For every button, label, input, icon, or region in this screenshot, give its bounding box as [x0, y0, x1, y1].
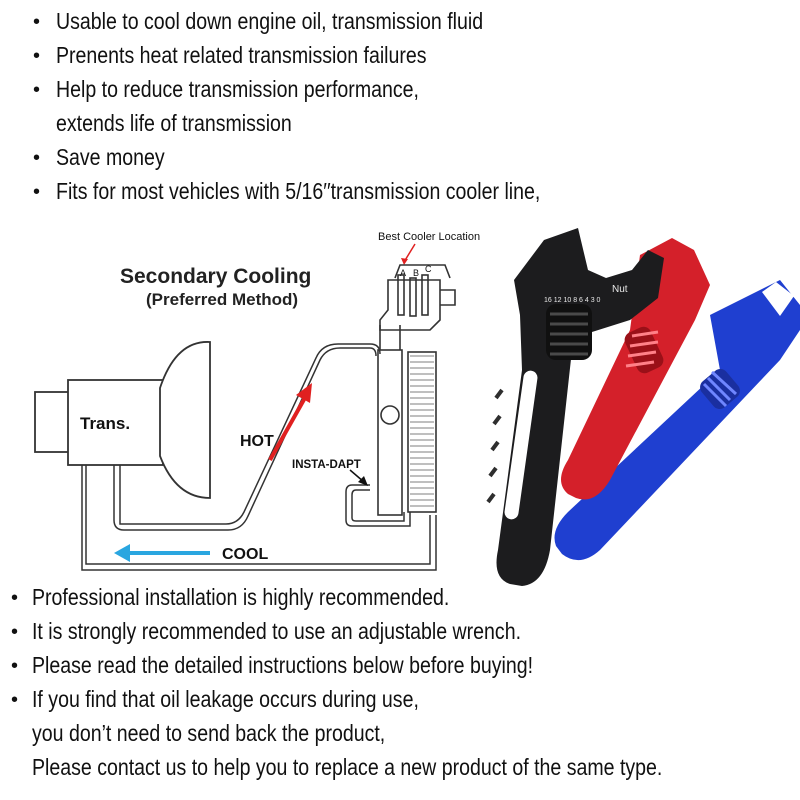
bullet-line: Save money — [56, 144, 165, 170]
bullet-item: • Usable to cool down engine oil, transmi… — [0, 4, 800, 38]
cool-label: COOL — [222, 546, 268, 563]
transmission — [34, 341, 211, 499]
bullet-line: Help to reduce transmission performance, — [56, 76, 419, 102]
diagram-title: Secondary Cooling — [120, 265, 311, 288]
radiator — [379, 264, 456, 331]
hot-arrow-head — [296, 383, 312, 403]
bullet-item: • It is strongly recommended to use an ad… — [0, 614, 800, 648]
wrench-set-photo: 16 12 10 8 6 4 3 0 Nut — [486, 220, 800, 586]
hot-arrow — [268, 395, 308, 461]
bullet-text: Prenents heat related transmission failu… — [56, 38, 688, 72]
bullet-dot: • — [33, 45, 41, 67]
bullet-item: • If you find that oil leakage occurs dur… — [0, 682, 800, 784]
cooler-lines — [81, 343, 437, 571]
bullet-line: It is strongly recommended to use an adj… — [32, 618, 522, 644]
location-letter-a: A — [400, 268, 406, 278]
bullet-text: Professional installation is highly reco… — [32, 580, 685, 614]
bullet-line: extends life of transmission — [56, 110, 292, 136]
bullet-dot: • — [11, 655, 19, 677]
bullet-text: Save money — [56, 140, 688, 174]
bullet-line: Please read the detailed instructions be… — [32, 652, 534, 678]
bullet-item: • Prenents heat related transmission fail… — [0, 38, 800, 72]
location-letter-c: C — [425, 264, 432, 274]
bullet-item: • Help to reduce transmission performance… — [0, 72, 800, 140]
bullet-line: Professional installation is highly reco… — [32, 584, 450, 610]
bullet-dot: • — [11, 621, 19, 643]
wrench-scale-numbers: 16 12 10 8 6 4 3 0 — [544, 297, 601, 304]
bullet-dot: • — [33, 11, 41, 33]
bullet-dot: • — [33, 181, 41, 203]
bullet-dot: • — [33, 147, 41, 169]
bullet-item: • Fits for most vehicles with 5/16′′trans… — [0, 174, 800, 208]
location-letter-b: B — [413, 268, 419, 278]
bullet-text: If you find that oil leakage occurs duri… — [32, 682, 685, 784]
best-location-pointer-head — [401, 258, 408, 265]
bullet-line: Fits for most vehicles with 5/16′′transm… — [56, 178, 541, 204]
black-wrench — [486, 228, 664, 586]
cooling-diagram: Secondary Cooling (Preferred Method) Bes… — [34, 231, 480, 571]
trans-label: Trans. — [80, 414, 130, 433]
feature-list: • Usable to cool down engine oil, transmi… — [0, 4, 800, 208]
notice-list: • Professional installation is highly rec… — [0, 580, 800, 784]
bullet-line: Usable to cool down engine oil, transmis… — [56, 8, 484, 34]
bullet-text: Fits for most vehicles with 5/16′′transm… — [56, 174, 688, 208]
bullet-dot: • — [33, 79, 41, 101]
cooler-core — [377, 325, 437, 516]
bullet-item: • Professional installation is highly rec… — [0, 580, 800, 614]
bullet-line: Prenents heat related transmission failu… — [56, 42, 427, 68]
cooler-fins — [410, 355, 434, 507]
cool-arrow-head — [114, 544, 130, 562]
bullet-text: Please read the detailed instructions be… — [32, 648, 685, 682]
bullet-line: you don’t need to send back the product, — [32, 720, 386, 746]
bullet-text: It is strongly recommended to use an adj… — [32, 614, 685, 648]
bullet-dot: • — [11, 689, 19, 711]
red-wrench — [561, 220, 740, 500]
bullet-item: • Please read the detailed instructions b… — [0, 648, 800, 682]
wrench-nut-label: Nut — [612, 284, 628, 295]
bullet-text: Help to reduce transmission performance,… — [56, 72, 688, 140]
bullet-line: Please contact us to help you to replace… — [32, 754, 663, 780]
bullet-item: • Save money — [0, 140, 800, 174]
blue-wrench — [554, 280, 800, 561]
bullet-dot: • — [11, 587, 19, 609]
best-location-label: Best Cooler Location — [378, 231, 480, 243]
bullet-line: If you find that oil leakage occurs duri… — [32, 686, 419, 712]
hot-label: HOT — [240, 433, 274, 450]
diagram-subtitle: (Preferred Method) — [146, 290, 298, 309]
bullet-text: Usable to cool down engine oil, transmis… — [56, 4, 688, 38]
instadapt-label: INSTA-DAPT — [292, 459, 361, 471]
instadapt-pointer-head — [358, 476, 368, 486]
